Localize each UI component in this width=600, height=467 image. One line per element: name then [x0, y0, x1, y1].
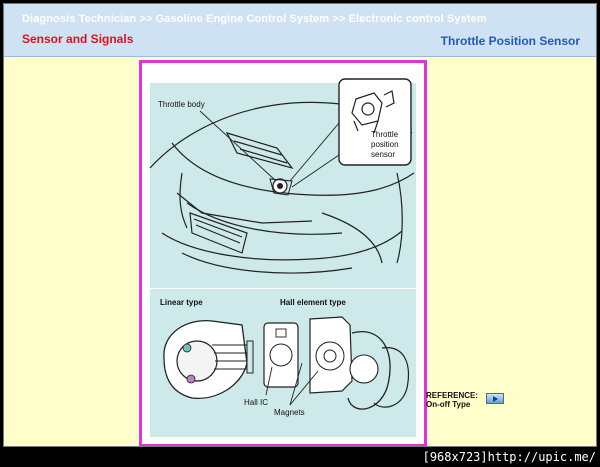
reference-on-off-button[interactable] [486, 393, 504, 404]
content-window: Diagnosis Technician >> Gasoline Engine … [3, 3, 597, 447]
page-title: Throttle Position Sensor [440, 34, 580, 48]
label-hall-type: Hall element type [280, 298, 346, 307]
throttle-body-part [269, 178, 293, 196]
reference-label: REFERENCE: On-off Type [426, 391, 478, 409]
section-title: Sensor and Signals [22, 32, 134, 46]
label-sensor-line2: position [371, 140, 399, 149]
play-arrow-icon [493, 396, 498, 402]
leader-lines [199, 110, 340, 188]
label-throttle-body: Throttle body [158, 100, 205, 109]
label-sensor-line3: sensor [371, 150, 395, 159]
linear-type-sensor-illustration [163, 320, 254, 399]
lower-leader-lines [265, 362, 319, 406]
label-magnets: Magnets [274, 408, 305, 417]
header-bar: Diagnosis Technician >> Gasoline Engine … [4, 4, 596, 57]
reference-line1: REFERENCE: [426, 391, 479, 400]
hall-element-sensor-illustration [263, 316, 409, 410]
car-front-illustration [149, 101, 415, 274]
throttle-sensor-illustration: Throttle body Throttle position sensor L… [149, 78, 416, 437]
label-linear-type: Linear type [160, 298, 203, 307]
sensor-closeup-illustration [351, 90, 395, 134]
label-sensor-line1: Throttle [371, 130, 399, 139]
diagram-figure: Throttle body Throttle position sensor L… [139, 60, 427, 446]
image-info-text: [968x723]http://upic.me/ [422, 450, 596, 464]
label-hall-ic: Hall IC [244, 398, 268, 407]
reference-line2: On-off Type [426, 400, 471, 409]
image-host-footer: [968x723]http://upic.me/ [0, 447, 600, 467]
breadcrumb[interactable]: Diagnosis Technician >> Gasoline Engine … [22, 13, 487, 25]
